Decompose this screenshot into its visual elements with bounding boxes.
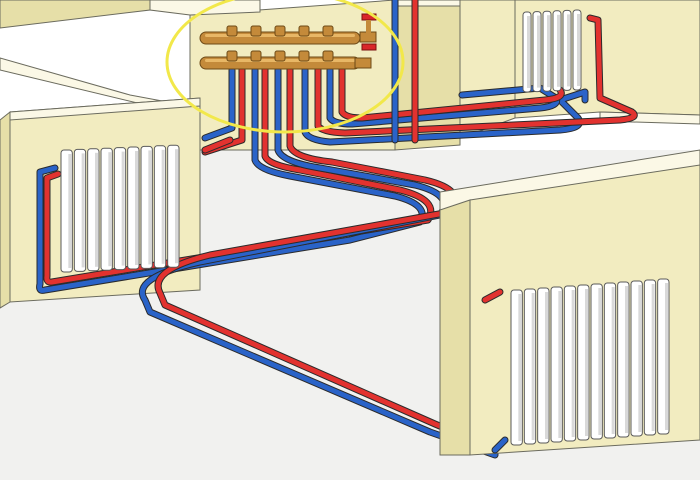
manifold-wall-top bbox=[149, 0, 261, 16]
manifold-return-outlet bbox=[298, 50, 310, 62]
return-pipe-to-left-radiator-stub bbox=[202, 67, 235, 141]
radiator-right-room-section-shade bbox=[531, 293, 535, 440]
radiator-right-room-section-shade bbox=[518, 294, 522, 441]
manifold-valve-stem-top bbox=[366, 20, 371, 34]
radiator-right-room-section-shade bbox=[571, 290, 575, 437]
radiator-back-room-section-shade bbox=[577, 14, 580, 86]
manifold-supply-outlet bbox=[250, 25, 262, 37]
radiator-left-room-section-shade bbox=[68, 154, 72, 268]
radiator-right-room-section-shade bbox=[545, 292, 548, 439]
radiator-right-room-section-shade bbox=[625, 286, 628, 433]
manifold-supply-outlet bbox=[298, 25, 310, 37]
radiator-left-room-section-shade bbox=[108, 152, 112, 267]
return-pipe-to-back-radiator bbox=[302, 67, 588, 145]
return-pipe-to-left-radiator bbox=[37, 67, 425, 293]
radiator-left-room-section-shade bbox=[148, 150, 152, 265]
radiator-right-room-section-shade bbox=[638, 285, 642, 432]
radiator-back-room-section-shade bbox=[557, 14, 560, 87]
radiator-back-room bbox=[522, 9, 582, 93]
radiator-right-room-section-shade bbox=[665, 283, 668, 430]
supply-pipe-to-left-radiator bbox=[44, 63, 434, 285]
radiator-left-room-section-shade bbox=[121, 151, 125, 266]
radiator-right-room-section-shade bbox=[558, 291, 562, 438]
manifold-supply-outlet bbox=[322, 25, 334, 37]
radiator-left-room-section-shade bbox=[135, 151, 138, 265]
manifold-supply-outlet bbox=[274, 25, 286, 37]
radiator-left-room-section-shade bbox=[161, 149, 165, 264]
radiator-connections bbox=[481, 288, 509, 454]
manifold-highlight-circle bbox=[165, 0, 405, 134]
radiator-back-room-section-shade bbox=[527, 16, 530, 88]
radiator-right-room bbox=[510, 278, 670, 446]
radiator-left-room-section-shade bbox=[95, 152, 98, 267]
front-radiator-supply-connector bbox=[482, 289, 503, 303]
radiator-right-room-section-shade bbox=[611, 287, 615, 434]
radiator-left-room-section-shade bbox=[175, 149, 178, 264]
radiator-back-room-section-shade bbox=[547, 15, 550, 88]
left-wall-end bbox=[0, 110, 11, 309]
front-wall-end bbox=[439, 199, 471, 456]
radiator-back-room-section-shade bbox=[537, 15, 540, 88]
manifold-valve-lower bbox=[354, 57, 372, 69]
manifold-wall-top-edge bbox=[394, 0, 461, 7]
supply-pipe-back-room-loop bbox=[339, 63, 564, 121]
radiator-right-room-section-shade bbox=[651, 284, 655, 431]
radiator-right-room-section-shade bbox=[585, 289, 588, 436]
radiators bbox=[60, 9, 670, 446]
radiator-back-room-section-shade bbox=[567, 14, 570, 87]
radiator-right-room-section-shade bbox=[598, 288, 602, 435]
back-room-wall-left-face bbox=[454, 0, 516, 141]
manifold-return-outlet bbox=[274, 50, 286, 62]
manifold-return-outlet bbox=[322, 50, 334, 62]
manifold-supply-outlet bbox=[226, 25, 238, 37]
radiator-left-room bbox=[60, 144, 180, 273]
front-radiator-return-connector bbox=[492, 437, 508, 453]
radiator-left-room-section-shade bbox=[81, 153, 85, 268]
back-wall-left bbox=[0, 0, 151, 29]
manifold-valve-handle-bottom bbox=[361, 43, 377, 51]
supply-stub-left bbox=[202, 137, 233, 153]
manifold-return-outlet bbox=[226, 50, 238, 62]
manifold-return-outlet bbox=[250, 50, 262, 62]
